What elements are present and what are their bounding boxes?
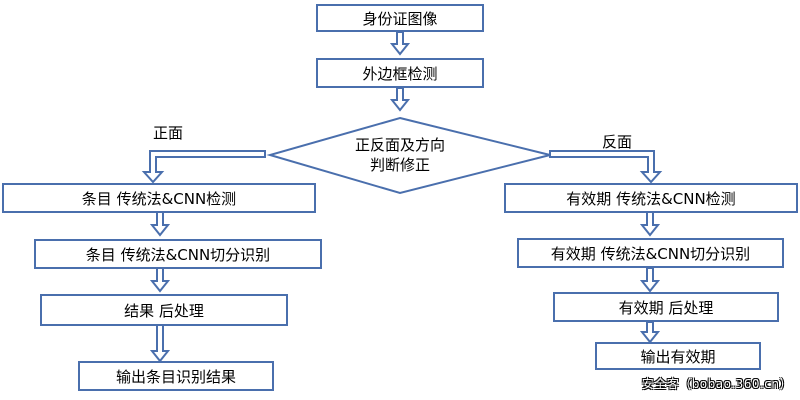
arrow-right-1	[639, 211, 661, 237]
arrow-left-3	[149, 324, 171, 363]
branch-label-back: 反面	[602, 133, 633, 151]
border-detect-label: 外边框检测	[362, 64, 438, 83]
watermark: 安全客（bobao.360.cn）	[641, 377, 792, 391]
right-postprocess-box: 有效期 后处理	[553, 292, 779, 322]
arrow-decision-to-left	[141, 150, 266, 184]
left-recognize-box: 条目 传统法&CNN切分识别	[34, 239, 322, 269]
id-image-label: 身份证图像	[362, 9, 438, 28]
arrow-left-2	[149, 267, 171, 293]
right-postprocess-label: 有效期 后处理	[618, 298, 714, 317]
arrow-decision-to-right	[549, 150, 663, 184]
arrow-image-to-border	[389, 31, 411, 56]
decision-line-1: 正反面及方向	[354, 136, 445, 154]
left-output-label: 输出条目识别结果	[115, 367, 236, 386]
arrow-right-3	[639, 321, 661, 344]
border-detect-box: 外边框检测	[316, 58, 484, 88]
right-detect-box: 有效期 传统法&CNN检测	[504, 183, 798, 213]
left-detect-label: 条目 传统法&CNN检测	[81, 189, 237, 208]
left-postprocess-label: 结果 后处理	[124, 301, 204, 320]
left-detect-box: 条目 传统法&CNN检测	[2, 183, 316, 213]
id-image-box: 身份证图像	[316, 4, 484, 32]
right-output-box: 输出有效期	[595, 342, 761, 370]
left-output-box: 输出条目识别结果	[78, 361, 274, 391]
arrow-border-to-decision	[389, 87, 411, 112]
left-postprocess-box: 结果 后处理	[40, 294, 288, 326]
right-detect-label: 有效期 传统法&CNN检测	[566, 189, 736, 208]
decision-text: 正反面及方向 判断修正	[320, 135, 480, 175]
right-recognize-box: 有效期 传统法&CNN切分识别	[517, 238, 784, 268]
right-output-label: 输出有效期	[640, 347, 716, 366]
arrow-right-2	[639, 267, 661, 293]
branch-label-front: 正面	[153, 124, 184, 142]
arrow-left-1	[149, 211, 171, 237]
decision-line-2: 判断修正	[369, 156, 430, 174]
left-recognize-label: 条目 传统法&CNN切分识别	[85, 245, 271, 264]
right-recognize-label: 有效期 传统法&CNN切分识别	[550, 244, 751, 263]
decision-diamond	[266, 116, 551, 195]
